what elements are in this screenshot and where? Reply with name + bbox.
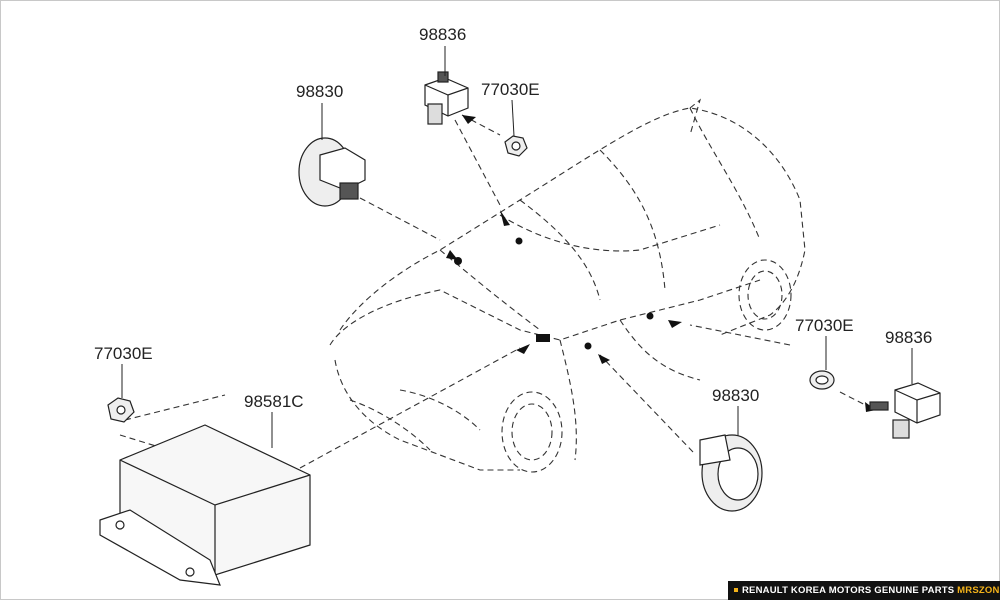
part-label-side-sensor-left: 98830: [296, 82, 344, 101]
mount-point: [646, 312, 654, 320]
front-wheel: [501, 391, 563, 473]
mount-point: [515, 237, 523, 245]
footer-banner: RENAULT KOREA MOTORS GENUINE PARTS MRSZO…: [728, 581, 1000, 600]
car-body: [329, 98, 806, 471]
nut-right-drawing: [809, 370, 835, 390]
mount-points: [446, 115, 876, 412]
control-unit-drawing: [99, 424, 311, 586]
part-label-nut-top: 77030E: [481, 80, 540, 99]
mount-point: [584, 342, 592, 350]
sensor-right-drawing: [869, 382, 941, 439]
arrow-head: [446, 250, 458, 260]
rear-wheel: [738, 259, 792, 331]
arrow-head: [516, 344, 530, 354]
footer-text: RENAULT KOREA MOTORS GENUINE PARTS: [742, 585, 955, 596]
part-label-nut-left: 77030E: [94, 344, 153, 363]
brand-dot-icon: [734, 588, 738, 593]
part-label-control-unit: 98581C: [244, 392, 304, 411]
side-sensor-left-drawing: [298, 137, 366, 207]
nut-top-drawing: [504, 135, 528, 157]
side-sensor-bottom-drawing: [699, 434, 763, 512]
mount-point: [536, 334, 550, 342]
arrow-head: [668, 320, 682, 328]
part-label-sensor-right: 98836: [885, 328, 933, 347]
part-label-sensor-top: 98836: [419, 25, 467, 44]
sensor-top-drawing: [424, 71, 469, 125]
nut-left-drawing: [107, 397, 135, 423]
footer-brand: MRSZONE: [957, 585, 1000, 596]
arrow-head: [462, 115, 476, 124]
arrow-head: [598, 354, 610, 364]
part-label-side-sensor-bottom: 98830: [712, 386, 760, 405]
arrow-head: [500, 210, 510, 226]
part-label-nut-right: 77030E: [795, 316, 854, 335]
